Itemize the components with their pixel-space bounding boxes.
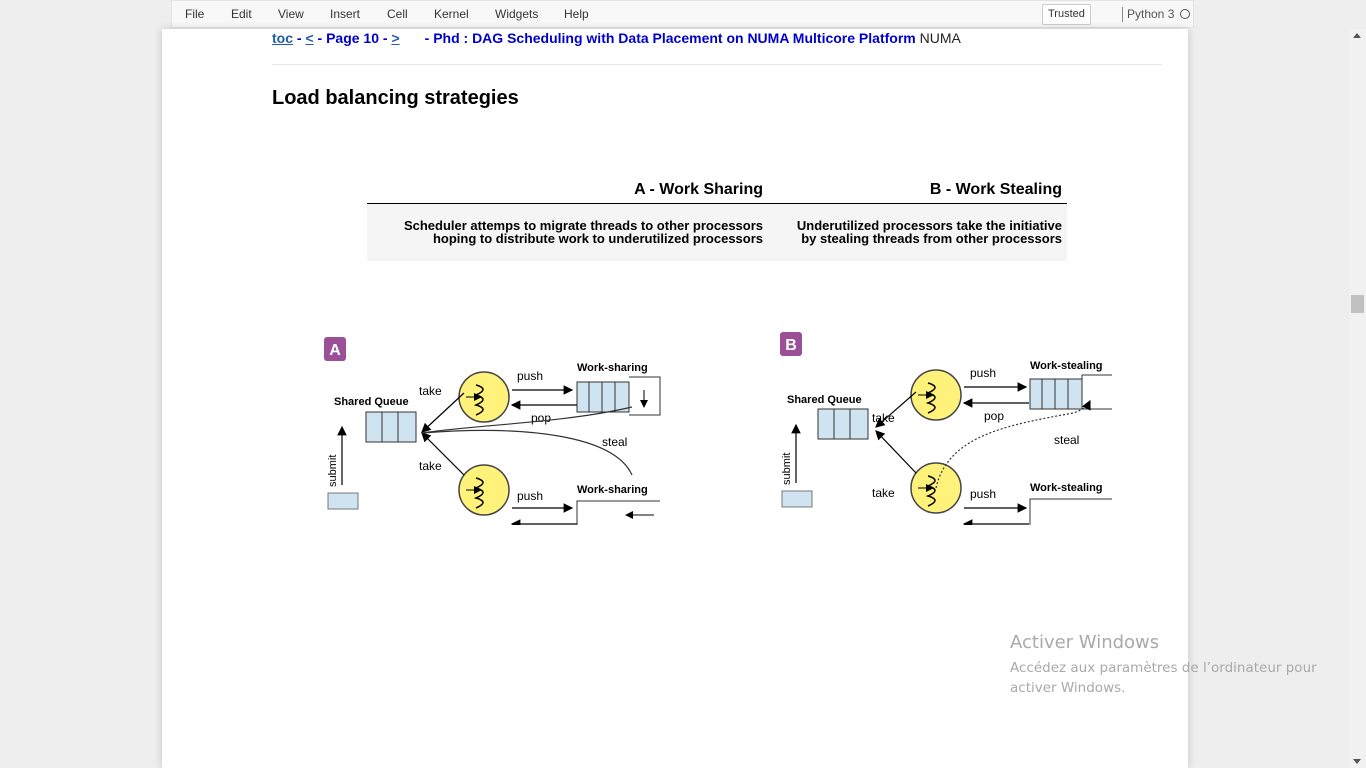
page-nav: toc - < - Page 10 - > - Phd : DAG Schedul… (272, 30, 961, 46)
notebook-title: - Phd : DAG Scheduling with Data Placeme… (424, 30, 916, 46)
section-heading: Load balancing strategies (272, 87, 519, 109)
comparison-table: A - Work Sharing B - Work Stealing Sched… (367, 175, 1067, 261)
menu-kernel[interactable]: Kernel (434, 7, 469, 21)
work-stealing-queue (1029, 374, 1112, 410)
badge-b-label: B (785, 337, 797, 354)
push-label: push (517, 489, 543, 503)
work-stealing-queue (1029, 498, 1112, 525)
task-block (327, 492, 359, 510)
take-label: take (419, 459, 442, 473)
table-header-work-sharing: A - Work Sharing (367, 175, 769, 204)
shared-queue-label: Shared Queue (334, 396, 409, 408)
menu-view[interactable]: View (278, 7, 304, 21)
menu-file[interactable]: File (185, 7, 205, 21)
steal-label: steal (1054, 433, 1079, 447)
work-sharing-diagram: A Shared Queue submit take take push pop… (324, 337, 661, 525)
steal-label: steal (602, 435, 627, 449)
kernel-separator (1122, 7, 1123, 22)
menu-help[interactable]: Help (564, 7, 589, 21)
next-page-link[interactable]: > (391, 30, 400, 46)
description-line: Underutilized processors take the initia… (796, 218, 1062, 233)
prev-page-link[interactable]: < (305, 30, 314, 46)
task-block (781, 490, 813, 508)
notebook-tag: NUMA (919, 30, 961, 46)
shared-queue (365, 411, 417, 443)
divider (272, 64, 1162, 65)
queue-label: Work-stealing (1030, 360, 1103, 372)
take-label: take (872, 411, 895, 425)
scroll-up-arrow-icon[interactable] (1353, 33, 1361, 38)
take-label: take (872, 486, 895, 500)
shared-queue-label: Shared Queue (787, 394, 862, 406)
notebook-page: toc - < - Page 10 - > - Phd : DAG Schedul… (162, 29, 1188, 768)
work-sharing-queue (576, 376, 661, 416)
toc-link[interactable]: toc (272, 30, 293, 46)
push-label: push (970, 366, 996, 380)
menu-widgets[interactable]: Widgets (495, 7, 539, 21)
thread-spiral-icon (458, 371, 510, 423)
thread-spiral-icon (910, 369, 962, 421)
badge-a (324, 337, 346, 361)
description-line: by stealing threads from other processor… (801, 231, 1062, 246)
thread-spiral-icon (458, 464, 510, 516)
push-label: push (970, 487, 996, 501)
windows-activation-watermark: Activer Windows Accédez aux paramètres d… (1010, 632, 1340, 698)
badge-a-label: A (329, 342, 341, 359)
top-bar: File Edit View Insert Cell Kernel Widget… (0, 0, 1366, 29)
kernel-name[interactable]: Python 3 (1127, 7, 1175, 21)
page-number: - Page 10 - (313, 30, 392, 46)
badge-b (780, 332, 802, 356)
queue-label: Work-stealing (1030, 482, 1103, 494)
trusted-badge[interactable]: Trusted (1042, 4, 1091, 25)
description-line: Scheduler attemps to migrate threads to … (403, 218, 764, 233)
description-line: hoping to distribute work to underutiliz… (432, 231, 764, 246)
menu-edit[interactable]: Edit (231, 7, 252, 21)
watermark-title: Activer Windows (1010, 632, 1160, 653)
push-label: push (517, 369, 543, 383)
watermark-subtitle: Accédez aux paramètres de l’ordinateur p… (1010, 660, 1317, 696)
menu-cell[interactable]: Cell (387, 7, 408, 21)
vertical-scrollbar[interactable] (1349, 29, 1366, 768)
work-sharing-description: Scheduler attemps to migrate threads to … (367, 203, 769, 261)
pop-label: pop (531, 411, 551, 425)
work-stealing-diagram: B Shared Queue submit take take push pop… (780, 332, 1112, 525)
menubar: File Edit View Insert Cell Kernel Widget… (171, 0, 1194, 28)
pop-label: pop (984, 409, 1004, 423)
queue-label: Work-sharing (577, 362, 648, 374)
queue-label: Work-sharing (577, 484, 648, 496)
table-header-work-stealing: B - Work Stealing (768, 175, 1067, 204)
submit-label: submit (327, 455, 339, 487)
take-label: take (419, 384, 442, 398)
work-stealing-description: Underutilized processors take the initia… (768, 203, 1067, 261)
work-sharing-queue (576, 500, 660, 525)
menu-insert[interactable]: Insert (330, 7, 361, 21)
scroll-down-arrow-icon[interactable] (1353, 759, 1361, 764)
shared-queue (817, 408, 869, 440)
scroll-thumb[interactable] (1351, 295, 1364, 313)
nav-separator: - (293, 30, 306, 46)
submit-label: submit (781, 453, 793, 485)
kernel-idle-circle-icon (1180, 9, 1190, 19)
